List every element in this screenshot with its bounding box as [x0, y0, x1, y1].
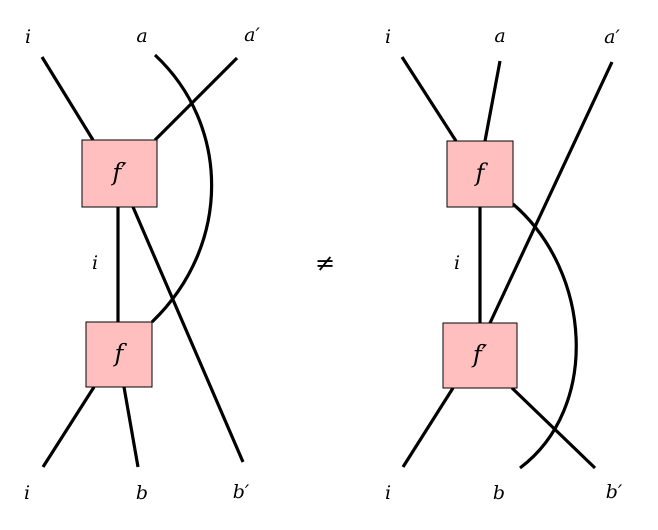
wire-label-right-i-top: i — [385, 26, 391, 48]
wire-label-left-i-mid: i — [92, 252, 98, 274]
wire-right-i-output — [401, 387, 455, 468]
wire-label-right-a-prime-top: a′ — [604, 26, 620, 48]
wire-label-left-b-bottom: b — [136, 482, 148, 504]
wire-left-b-output — [122, 386, 140, 468]
wire-right-b-curve — [511, 202, 578, 470]
wire-label-left-b-prime-bottom: b′ — [233, 481, 250, 503]
box-right-f-prime — [442, 322, 518, 389]
wire-left-i-output — [41, 386, 96, 468]
wire-left-i-input — [40, 56, 95, 141]
wire-label-left-a-prime-top: a′ — [244, 24, 260, 46]
wire-label-left-i-top: i — [25, 26, 31, 48]
wire-label-right-a-top: a — [494, 25, 505, 47]
wire-label-right-i-bottom: i — [385, 482, 391, 504]
box-left-f-prime — [81, 139, 158, 208]
box-label-left-f-prime: f′ — [110, 159, 127, 187]
wire-left-a-prime-input — [153, 56, 239, 142]
wire-label-left-a-top: a — [136, 25, 147, 47]
box-left-f — [85, 321, 153, 388]
wire-left-a-curve — [150, 53, 214, 324]
wire-label-right-i-mid: i — [454, 252, 460, 274]
box-right-f — [446, 140, 514, 208]
wire-label-right-b-bottom: b — [493, 482, 505, 504]
wire-right-i-input — [400, 56, 458, 142]
wire-label-right-b-prime-bottom: b′ — [606, 481, 623, 503]
wire-label-left-i-bottom: i — [24, 482, 30, 504]
box-label-right-f-prime: f′ — [471, 341, 488, 369]
wire-right-a-input — [483, 60, 502, 142]
wire-right-a-prime-cross — [488, 61, 614, 324]
wire-left-b-prime-output — [131, 206, 245, 463]
wire-right-b-prime-output — [510, 386, 597, 470]
not-equal-symbol: ≠ — [315, 249, 335, 277]
